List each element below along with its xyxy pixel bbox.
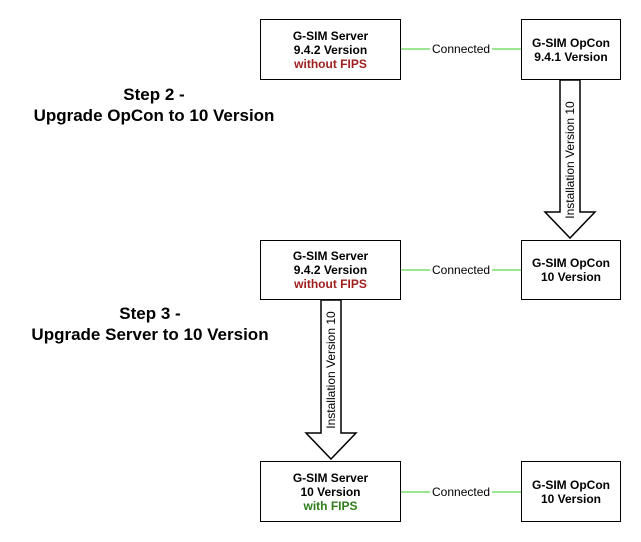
opcon-version: 10 Version [540,491,602,506]
server-box-row3: G-SIM Server 10 Version with FIPS [260,461,401,522]
opcon-name: G-SIM OpCon [532,477,610,492]
opcon-name: G-SIM OpCon [532,256,610,270]
server-version: 9.4.2 Version [293,263,368,277]
server-name: G-SIM Server [292,470,369,485]
connection-label-row1: Connected [430,42,493,56]
upgrade-arrow-server [304,299,358,461]
server-name: G-SIM Server [292,249,369,263]
upgrade-arrow-opcon [543,79,597,240]
opcon-box-row2: G-SIM OpCon 10 Version [521,240,621,300]
step3-title: Step 3 - [119,304,181,323]
server-fips-status: with FIPS [303,498,358,513]
server-box-row2: G-SIM Server 9.4.2 Version without FIPS [260,240,401,300]
server-version: 9.4.2 Version [293,42,368,57]
server-version: 10 Version [300,484,361,499]
server-name: G-SIM Server [292,28,369,43]
step2-description: Upgrade OpCon to 10 Version [33,106,275,125]
opcon-name: G-SIM OpCon [532,35,610,50]
step3-label: Step 3 - Upgrade Server to 10 Version [10,303,290,345]
step3-description: Upgrade Server to 10 Version [31,325,269,344]
server-fips-status: without FIPS [294,277,367,291]
opcon-version: 10 Version [540,270,602,284]
opcon-box-row3: G-SIM OpCon 10 Version [521,461,621,522]
opcon-box-row1: G-SIM OpCon 9.4.1 Version [521,19,621,80]
server-fips-status: without FIPS [294,56,367,71]
server-box-row1: G-SIM Server 9.4.2 Version without FIPS [260,19,401,80]
arrow-label-server: Installation Version 10 [324,311,338,429]
step2-label: Step 2 - Upgrade OpCon to 10 Version [14,84,294,126]
connection-label-row3: Connected [430,485,493,499]
arrow-label-opcon: Installation Version 10 [563,101,577,219]
opcon-version: 9.4.1 Version [534,49,608,64]
step2-title: Step 2 - [123,85,185,104]
connection-label-row2: Connected [430,263,493,277]
